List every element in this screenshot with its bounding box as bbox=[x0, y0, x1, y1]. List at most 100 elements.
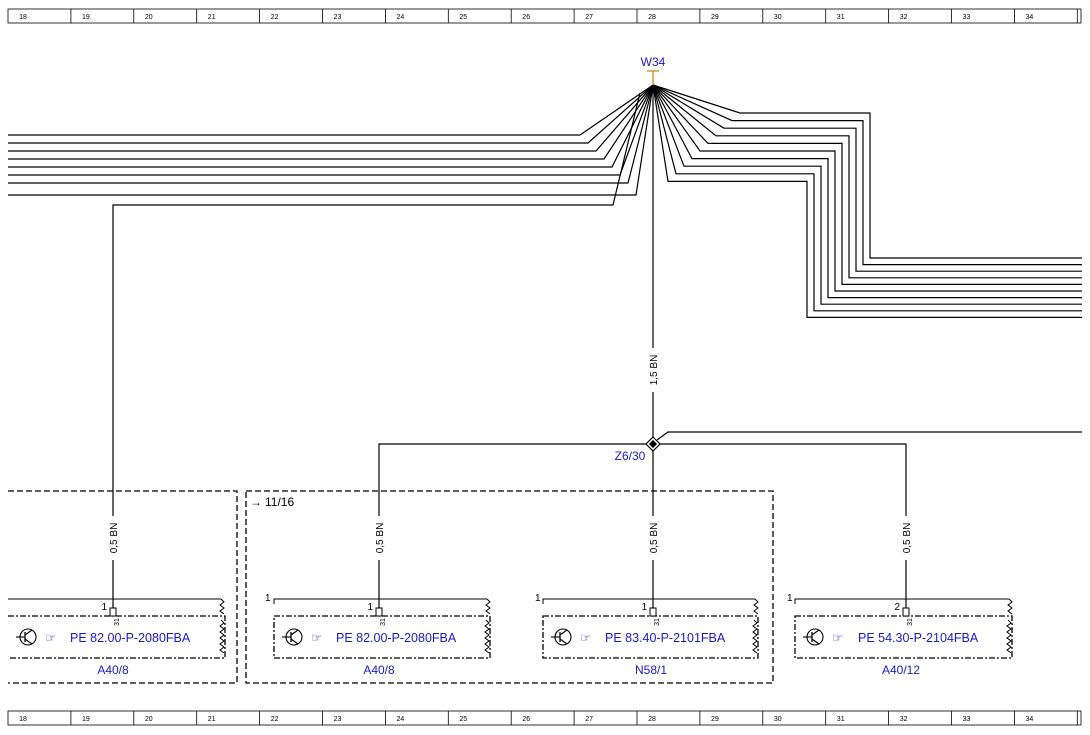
component-label: A40/12 bbox=[882, 663, 920, 677]
ruler-label: 29 bbox=[711, 14, 719, 21]
ruler-label: 19 bbox=[82, 14, 90, 21]
ground-icon bbox=[551, 628, 572, 646]
pointing-hand-icon[interactable]: ☞ bbox=[580, 631, 591, 645]
bundle-wire bbox=[8, 84, 654, 168]
corner-pin: 1 bbox=[787, 593, 793, 604]
ruler-label: 26 bbox=[522, 14, 530, 21]
pointing-hand-icon[interactable]: ☞ bbox=[45, 631, 56, 645]
ruler-label: 32 bbox=[900, 14, 908, 21]
ground-icon bbox=[803, 628, 824, 646]
ruler-label: 26 bbox=[522, 716, 530, 723]
component-a40-8[interactable]: 1 1 31 ☞ PE 82.00-P-2080FBA A40/8 bbox=[265, 593, 491, 677]
ruler-label: 22 bbox=[271, 14, 279, 21]
pe-reference-link[interactable]: PE 82.00-P-2080FBA bbox=[336, 631, 457, 645]
ruler-label: 27 bbox=[585, 716, 593, 723]
ruler-label: 25 bbox=[459, 14, 467, 21]
bundle-wire bbox=[652, 84, 1082, 318]
ruler-label: 21 bbox=[208, 716, 216, 723]
ruler-label: 29 bbox=[711, 716, 719, 723]
bundle-wire bbox=[652, 84, 1082, 272]
ruler-label: 34 bbox=[1026, 716, 1034, 723]
ruler-label: 34 bbox=[1026, 14, 1034, 21]
harness-connector-w34[interactable]: W34 bbox=[641, 55, 666, 85]
bundle-wire bbox=[8, 84, 654, 152]
outer-frames bbox=[8, 490, 774, 684]
ruler-label: 31 bbox=[837, 14, 845, 21]
pin-number: 1 bbox=[367, 602, 373, 613]
harness-label: W34 bbox=[641, 55, 666, 69]
wire-bundle bbox=[8, 84, 1082, 318]
ruler-label: 19 bbox=[82, 716, 90, 723]
pin-number: 1 bbox=[101, 602, 107, 613]
splice-label: Z6/30 bbox=[615, 449, 646, 463]
ruler-label: 20 bbox=[145, 716, 153, 723]
left-drop-wire-label: 0,5 BN bbox=[109, 523, 120, 554]
ruler-label: 27 bbox=[585, 14, 593, 21]
bundle-wire bbox=[8, 84, 654, 136]
splice-branches bbox=[378, 431, 1082, 608]
reference-arrow-icon: → bbox=[250, 495, 262, 509]
ruler-label: 25 bbox=[459, 716, 467, 723]
reference-text: 11/16 bbox=[265, 495, 294, 509]
ruler-label: 30 bbox=[774, 716, 782, 723]
pin-sub-label: 31 bbox=[380, 618, 387, 626]
drop-1-wire-label: 0,5 BN bbox=[375, 523, 386, 554]
bundle-wire bbox=[652, 84, 1082, 266]
pe-reference-link[interactable]: PE 82.00-P-2080FBA bbox=[70, 631, 191, 645]
pin-number: 2 bbox=[894, 602, 900, 613]
ruler-label: 33 bbox=[963, 14, 971, 21]
pin-sub-label: 31 bbox=[654, 618, 661, 626]
ruler-label: 28 bbox=[648, 14, 656, 21]
corner-pin: 1 bbox=[265, 593, 271, 604]
left-drop-wire bbox=[112, 92, 641, 608]
ruler-label: 20 bbox=[145, 14, 153, 21]
bundle-wire bbox=[652, 84, 1082, 312]
bundle-wire bbox=[652, 84, 1082, 299]
pe-reference-link[interactable]: PE 83.40-P-2101FBA bbox=[605, 631, 726, 645]
component-a40-8-left[interactable]: 1 31 ☞ PE 82.00-P-2080FBA A40/8 bbox=[8, 598, 226, 677]
bundle-wire bbox=[8, 84, 654, 196]
bundle-wire bbox=[8, 84, 654, 184]
ruler-border bbox=[7, 8, 1082, 24]
bundle-wire bbox=[8, 84, 654, 176]
component-label: A40/8 bbox=[97, 663, 129, 677]
ruler-label: 23 bbox=[334, 14, 342, 21]
bundle-wire bbox=[652, 84, 1082, 259]
ruler-label: 18 bbox=[19, 716, 27, 723]
ruler-label: 24 bbox=[397, 14, 405, 21]
component-a40-12[interactable]: 1 2 31 ☞ PE 54.30-P-2104FBA A40/12 bbox=[787, 593, 1013, 677]
ruler-label: 33 bbox=[963, 716, 971, 723]
reference-link[interactable]: → 11/16 bbox=[250, 495, 294, 509]
component-n58-1[interactable]: 1 1 31 ☞ PE 83.40-P-2101FBA N58/1 bbox=[535, 593, 759, 677]
pointing-hand-icon[interactable]: ☞ bbox=[832, 631, 843, 645]
ruler-label: 30 bbox=[774, 14, 782, 21]
pin-number: 1 bbox=[641, 602, 647, 613]
bundle-wire bbox=[652, 84, 1082, 285]
drop-2-wire-label: 0,5 BN bbox=[649, 523, 660, 554]
component-label: A40/8 bbox=[363, 663, 395, 677]
ruler-label: 31 bbox=[837, 716, 845, 723]
ground-icon bbox=[16, 628, 37, 646]
bundle-wire bbox=[652, 84, 1082, 305]
bundle-wire bbox=[652, 84, 1082, 292]
ruler-label: 32 bbox=[900, 716, 908, 723]
ruler-label: 28 bbox=[648, 716, 656, 723]
ground-icon bbox=[282, 628, 303, 646]
ruler-label: 23 bbox=[334, 716, 342, 723]
main-trunk-wire-label: 1,5 BN bbox=[649, 355, 660, 386]
pin-sub-label: 31 bbox=[114, 618, 121, 626]
bottom-ruler: 18 19 20 21 22 23 24 25 26 27 28 29 30 31 32 33 34 bbox=[7, 710, 1082, 726]
bundle-wire bbox=[8, 84, 654, 144]
component-label: N58/1 bbox=[635, 663, 667, 677]
pointing-hand-icon[interactable]: ☞ bbox=[311, 631, 322, 645]
bundle-wire bbox=[652, 84, 1082, 279]
pe-reference-link[interactable]: PE 54.30-P-2104FBA bbox=[858, 631, 979, 645]
top-ruler: 18 19 20 21 22 23 24 25 26 27 28 29 30 31 32 33 34 bbox=[7, 8, 1082, 24]
ruler-label: 24 bbox=[397, 716, 405, 723]
ruler-label: 21 bbox=[208, 14, 216, 21]
bundle-wire bbox=[8, 84, 654, 160]
ruler-label: 18 bbox=[19, 14, 27, 21]
corner-pin: 1 bbox=[535, 593, 541, 604]
ruler-label: 22 bbox=[271, 716, 279, 723]
